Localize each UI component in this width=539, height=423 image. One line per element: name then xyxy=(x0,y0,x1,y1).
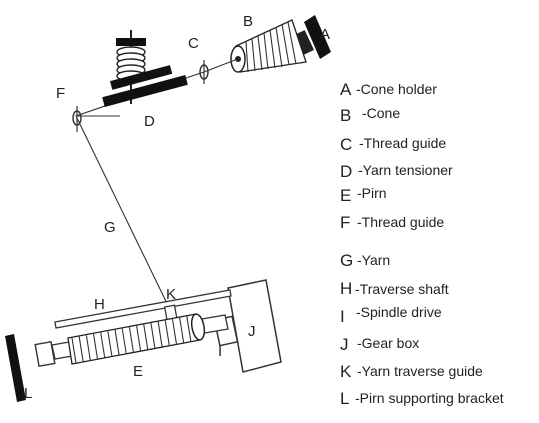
legend-item: D -Yarn tensioner xyxy=(340,162,453,181)
legend-letter: G xyxy=(340,251,353,270)
legend-text: -Yarn xyxy=(357,252,390,268)
legend-text: -Cone xyxy=(362,105,400,121)
legend-letter: F xyxy=(340,213,350,232)
traverse-shaft xyxy=(54,289,232,329)
yarn-tensioner xyxy=(102,30,188,107)
label-d: D xyxy=(144,113,155,130)
pirn-winding-line xyxy=(136,325,142,351)
legend-letter: L xyxy=(340,389,349,408)
pirn-winding-line xyxy=(171,318,178,345)
pirn-winding-line xyxy=(143,324,149,350)
legend-item: E -Pirn xyxy=(340,185,387,205)
pirn-winding-line xyxy=(179,317,185,343)
label-k: K xyxy=(166,286,176,303)
pirn-winding-line xyxy=(121,328,127,354)
label-l: L xyxy=(24,385,32,402)
legend-letter: C xyxy=(340,135,352,154)
label-e: E xyxy=(133,363,143,380)
pirn-winding-line xyxy=(150,323,156,349)
legend-text: -Yarn traverse guide xyxy=(357,363,483,379)
pirn-winding-line xyxy=(164,320,170,346)
legend-text: -Spindle drive xyxy=(356,304,442,320)
legend-letter: B xyxy=(340,106,351,125)
label-h: H xyxy=(94,296,105,313)
thread-guide-c xyxy=(199,60,209,84)
legend-item: G -Yarn xyxy=(340,251,390,270)
pirn xyxy=(51,313,229,365)
yarn xyxy=(75,59,236,323)
legend-text: -Traverse shaft xyxy=(355,281,449,297)
cone xyxy=(230,19,307,73)
callout-labels: A B C D E F G H I J K L xyxy=(24,13,330,402)
legend-item: H -Traverse shaft xyxy=(340,279,449,298)
pirn-winding-line xyxy=(186,316,192,342)
pirn-winding-line xyxy=(114,329,120,355)
label-a: A xyxy=(320,26,330,43)
legend-item: B -Cone xyxy=(340,105,400,125)
legend-letter: J xyxy=(340,335,349,354)
label-c: C xyxy=(188,35,199,52)
legend-letter: I xyxy=(340,307,345,326)
legend-item: I -Spindle drive xyxy=(340,304,442,326)
pirn-winding-line xyxy=(157,321,163,347)
label-j: J xyxy=(248,323,256,340)
legend-letter: K xyxy=(340,362,352,381)
legend-text: -Yarn tensioner xyxy=(358,162,453,178)
pirn-winding-line xyxy=(107,331,113,357)
legend-text: -Thread guide xyxy=(357,214,444,230)
legend-letter: D xyxy=(340,162,352,181)
label-f: F xyxy=(56,85,65,102)
thread-guide-f xyxy=(72,106,82,132)
pirn-winding-line xyxy=(78,336,84,362)
legend: A -Cone holder B -Cone C -Thread guide D… xyxy=(340,80,504,408)
legend-text: -Gear box xyxy=(357,335,419,351)
pirn-winding-line xyxy=(128,327,134,353)
label-b: B xyxy=(243,13,253,30)
pirn-winding-line xyxy=(92,333,99,360)
legend-item: K -Yarn traverse guide xyxy=(340,362,483,381)
legend-text: -Pirn xyxy=(357,185,387,201)
legend-item: A -Cone holder xyxy=(340,80,437,99)
legend-text: -Cone holder xyxy=(356,81,437,97)
legend-letter: E xyxy=(340,186,351,205)
legend-item: C -Thread guide xyxy=(340,135,446,154)
legend-item: L -Pirn supporting bracket xyxy=(340,389,504,408)
pirn-winding-line xyxy=(100,332,106,358)
legend-text: -Thread guide xyxy=(359,135,446,151)
pirn-winding-line xyxy=(71,337,77,364)
legend-letter: H xyxy=(340,279,352,298)
legend-item: J -Gear box xyxy=(340,335,419,354)
pirn-supporting-bracket xyxy=(5,334,56,402)
legend-letter: A xyxy=(340,80,352,99)
label-i: I xyxy=(218,343,222,360)
pirn-winding-line xyxy=(85,335,91,361)
legend-item: F -Thread guide xyxy=(340,213,444,232)
legend-text: -Pirn supporting bracket xyxy=(355,390,504,406)
label-g: G xyxy=(104,219,116,236)
